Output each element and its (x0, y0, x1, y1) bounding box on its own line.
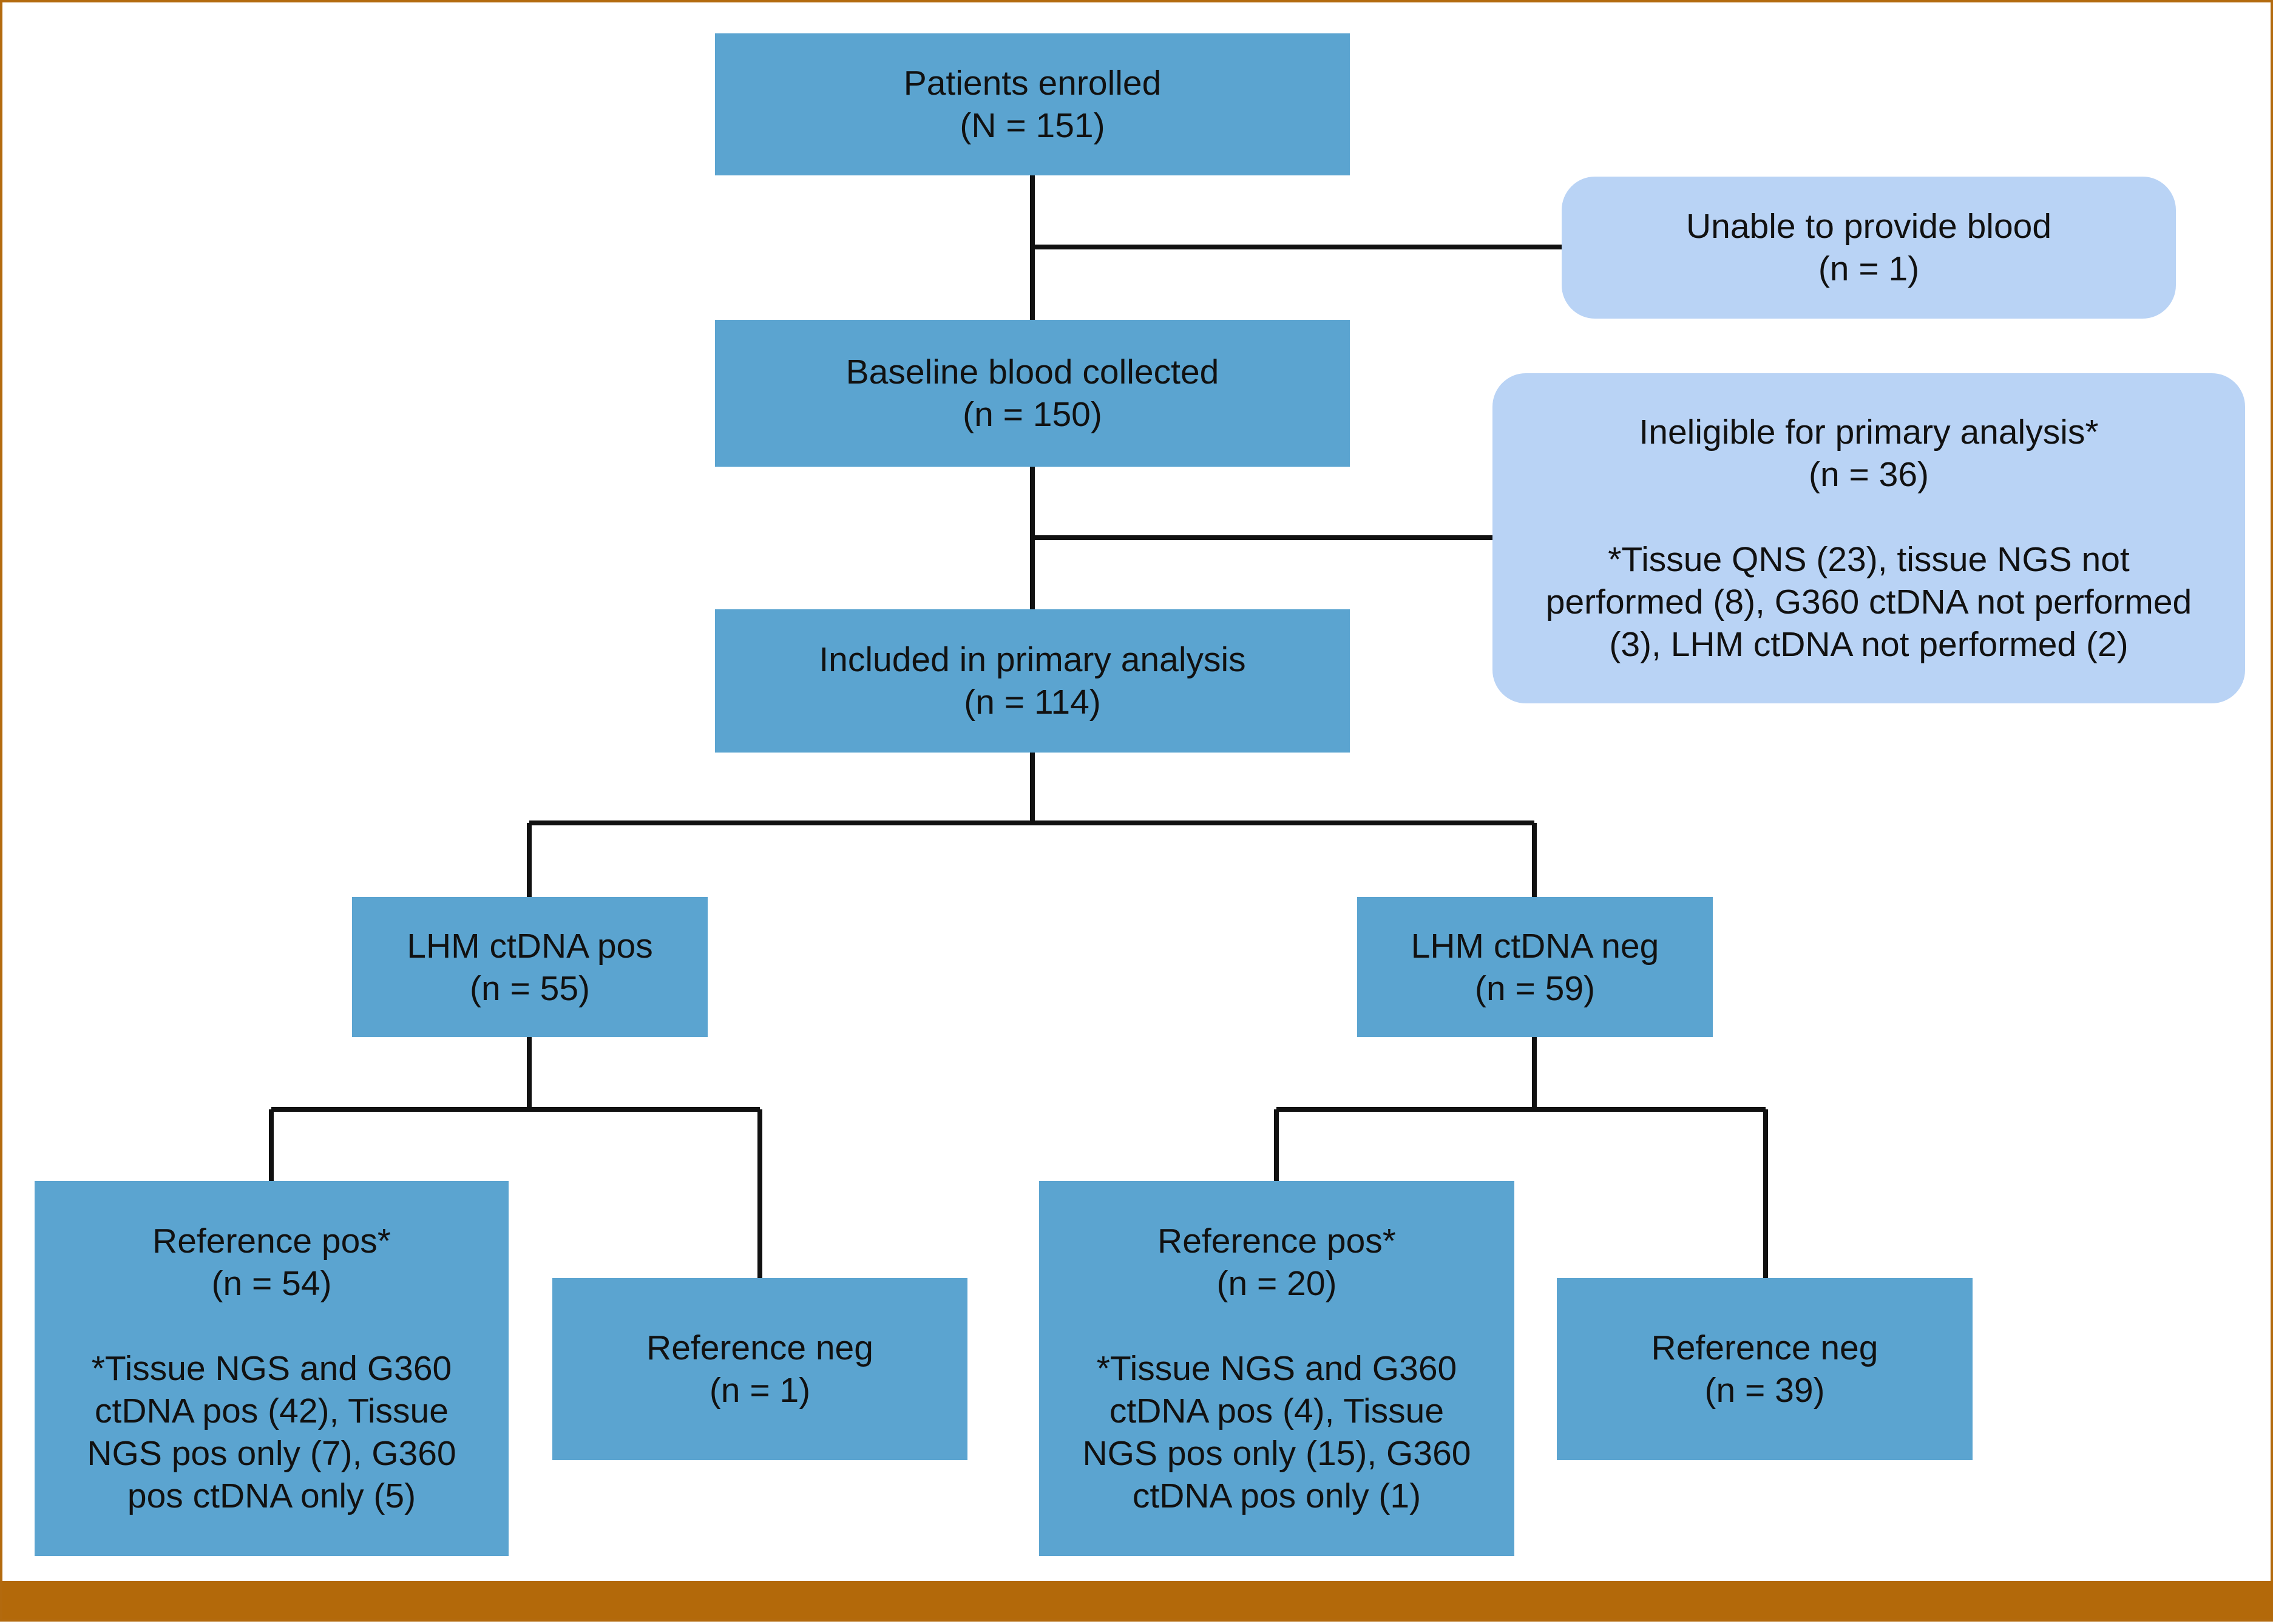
neg-ref-pos-note: *Tissue NGS and G360 ctDNA pos (4), Tiss… (1082, 1349, 1471, 1515)
bottom-band (2, 1581, 2273, 1619)
ineligible-count: (n = 36) (1808, 455, 1929, 494)
lhm-neg-title: LHM ctDNA neg (1411, 926, 1659, 966)
neg-ref-pos-count: (n = 20) (1216, 1264, 1337, 1303)
enrolled-title: Patients enrolled (903, 64, 1162, 103)
no-blood-count: (n = 1) (1818, 249, 1920, 288)
neg-ref-neg-title: Reference neg (1651, 1328, 1878, 1367)
enrolled-box: Patients enrolled (N = 151) (715, 33, 1350, 175)
no-blood-title: Unable to provide blood (1685, 207, 2052, 246)
lhm-pos-count: (n = 55) (469, 969, 591, 1008)
lhm-pos-box: LHM ctDNA pos (n = 55) (352, 897, 708, 1037)
included-box: Included in primary analysis (n = 114) (715, 609, 1350, 753)
no-blood-box: Unable to provide blood (n = 1) (1562, 177, 2176, 319)
neg-ref-pos-title: Reference pos* (1157, 1222, 1396, 1260)
pos-ref-pos-box: Reference pos* (n = 54) *Tissue NGS and … (35, 1181, 509, 1556)
ineligible-note: *Tissue QNS (23), tissue NGS not perform… (1545, 540, 2192, 664)
lhm-pos-title: LHM ctDNA pos (407, 926, 653, 966)
baseline-title: Baseline blood collected (845, 353, 1219, 391)
ineligible-box: Ineligible for primary analysis* (n = 36… (1492, 373, 2245, 703)
lhm-neg-count: (n = 59) (1474, 969, 1596, 1008)
included-title: Included in primary analysis (819, 640, 1246, 679)
pos-ref-neg-box: Reference neg (n = 1) (552, 1278, 967, 1460)
neg-ref-neg-count: (n = 39) (1704, 1371, 1825, 1410)
pos-ref-pos-title: Reference pos* (152, 1222, 391, 1260)
enrolled-count: (N = 151) (960, 106, 1105, 145)
pos-ref-pos-count: (n = 54) (211, 1264, 332, 1303)
baseline-count: (n = 150) (963, 395, 1102, 434)
baseline-box: Baseline blood collected (n = 150) (715, 320, 1350, 467)
neg-ref-neg-box: Reference neg (n = 39) (1557, 1278, 1973, 1460)
pos-ref-pos-note: *Tissue NGS and G360 ctDNA pos (42), Tis… (87, 1349, 456, 1515)
pos-ref-neg-count: (n = 1) (709, 1371, 811, 1410)
neg-ref-pos-box: Reference pos* (n = 20) *Tissue NGS and … (1039, 1181, 1514, 1556)
included-count: (n = 114) (964, 683, 1101, 722)
lhm-neg-box: LHM ctDNA neg (n = 59) (1357, 897, 1713, 1037)
ineligible-title: Ineligible for primary analysis* (1639, 413, 2099, 452)
pos-ref-neg-title: Reference neg (646, 1328, 873, 1367)
